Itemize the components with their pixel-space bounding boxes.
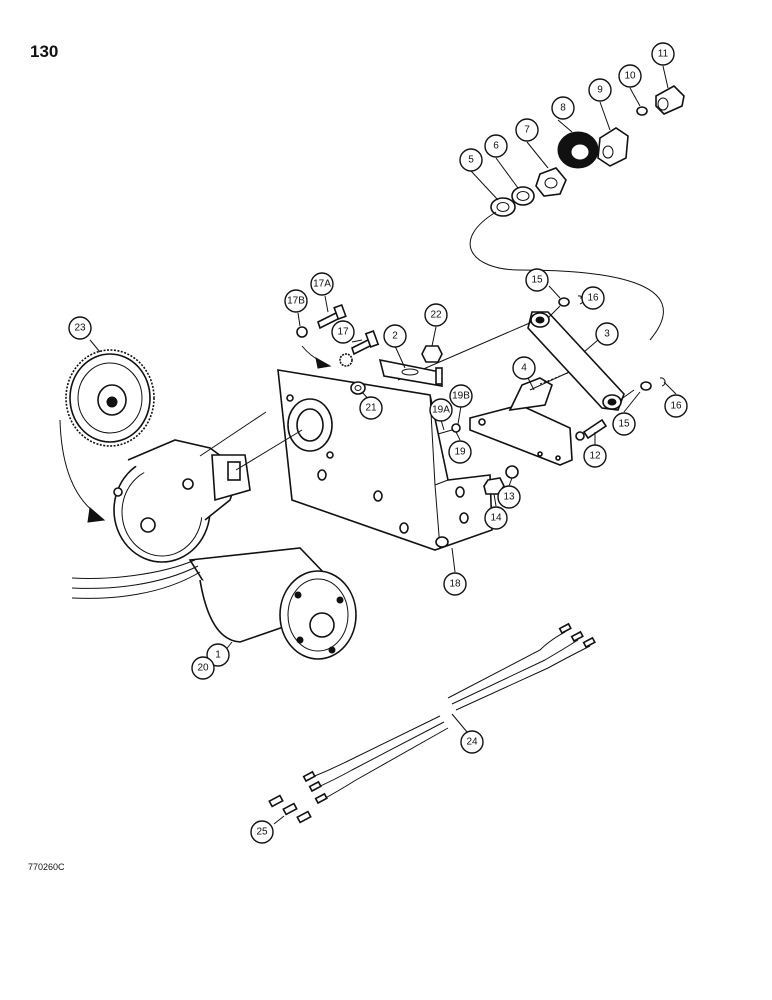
svg-text:4: 4: [521, 363, 527, 374]
callout-19A: 19A: [429, 398, 453, 422]
svg-text:11: 11: [658, 49, 669, 60]
callout-18: 18: [443, 572, 467, 596]
callout-7: 7: [515, 118, 539, 142]
mounting-bracket: [277, 369, 493, 551]
svg-text:15: 15: [618, 419, 630, 430]
svg-text:20: 20: [197, 663, 209, 674]
link-arm: [527, 311, 625, 411]
svg-text:15: 15: [531, 275, 543, 286]
motor-body: [71, 547, 357, 660]
svg-text:17B: 17B: [287, 296, 305, 307]
svg-text:17A: 17A: [313, 279, 331, 290]
svg-text:2: 2: [392, 331, 398, 342]
page-number: 130: [30, 42, 59, 61]
svg-text:1: 1: [215, 650, 221, 661]
callout-17A: 17A: [310, 272, 334, 296]
svg-text:21: 21: [365, 403, 377, 414]
callout-1: 1: [206, 643, 230, 667]
svg-text:9: 9: [597, 85, 603, 96]
svg-text:19A: 19A: [432, 405, 450, 416]
shaft-hardware: [490, 85, 685, 217]
callout-8: 8: [551, 96, 575, 120]
svg-text:18: 18: [449, 579, 461, 590]
callout-17: 17: [331, 320, 355, 344]
callout-2: 2: [383, 324, 407, 348]
gear-part: [65, 349, 155, 447]
svg-text:5: 5: [468, 155, 474, 166]
figure-code: 770260C: [28, 862, 65, 872]
callout-19: 19: [448, 440, 472, 464]
callout-13: 13: [497, 485, 521, 509]
svg-text:16: 16: [587, 293, 599, 304]
callout-20: 20: [191, 656, 215, 680]
callout-3: 3: [595, 322, 619, 346]
svg-text:16: 16: [670, 401, 682, 412]
callout-17B: 17B: [284, 289, 308, 313]
svg-text:14: 14: [490, 513, 502, 524]
callout-16-top: 16: [581, 286, 605, 310]
svg-text:12: 12: [589, 451, 601, 462]
svg-text:6: 6: [493, 141, 499, 152]
wire-harness: [268, 622, 596, 824]
callout-12: 12: [583, 444, 607, 468]
callout-6: 6: [484, 134, 508, 158]
callout-11: 11: [651, 42, 675, 66]
callout-15-top: 15: [525, 268, 549, 292]
callout-19B: 19B: [449, 384, 473, 408]
callout-5: 5: [459, 148, 483, 172]
crank-plate: [469, 367, 579, 466]
svg-text:19B: 19B: [452, 391, 470, 402]
svg-text:17: 17: [337, 327, 349, 338]
svg-text:7: 7: [524, 125, 530, 136]
callout-25: 25: [250, 820, 274, 844]
svg-text:19: 19: [454, 447, 466, 458]
callout-9: 9: [588, 78, 612, 102]
callout-14: 14: [484, 506, 508, 530]
svg-text:13: 13: [503, 492, 515, 503]
callout-10: 10: [618, 64, 642, 88]
link-bracket: [378, 358, 443, 387]
callout-24: 24: [460, 730, 484, 754]
callout-16-bottom: 16: [664, 394, 688, 418]
svg-text:8: 8: [560, 103, 566, 114]
svg-text:23: 23: [74, 323, 86, 334]
svg-text:3: 3: [604, 329, 610, 340]
callout-4: 4: [512, 356, 536, 380]
callout-22: 22: [424, 303, 448, 327]
callout-23: 23: [68, 316, 92, 340]
motor-gearbox: [113, 439, 251, 563]
svg-text:22: 22: [430, 310, 442, 321]
callout-21: 21: [359, 396, 383, 420]
svg-text:24: 24: [466, 737, 478, 748]
callout-15-bottom: 15: [612, 412, 636, 436]
svg-text:25: 25: [256, 827, 268, 838]
fasteners: [296, 295, 666, 495]
svg-text:10: 10: [624, 71, 636, 82]
